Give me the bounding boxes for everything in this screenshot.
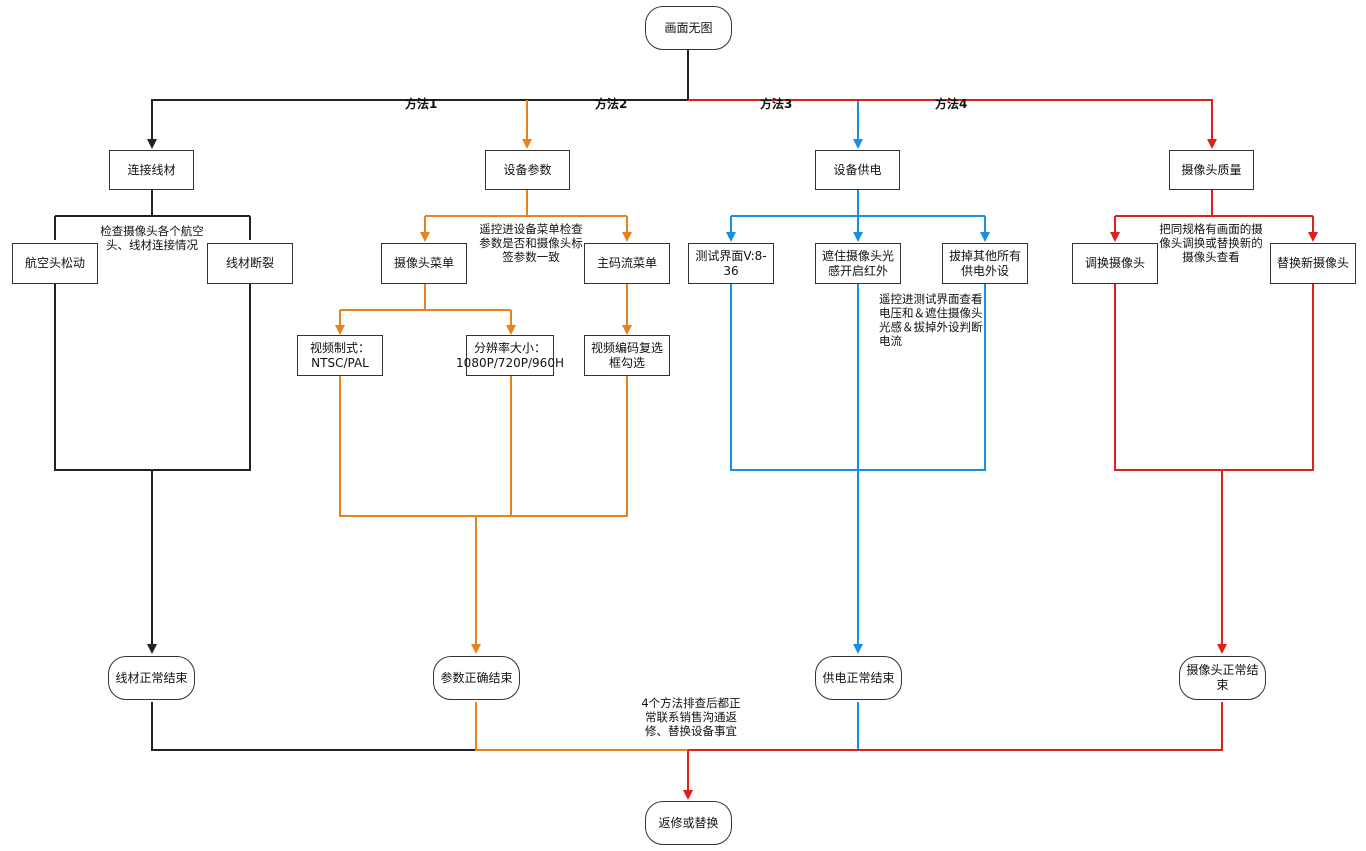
power-supply-node[interactable]: 设备供电 [815,150,900,190]
camera-ok-end-node[interactable]: 摄像头正常结束 [1179,656,1266,700]
unplug-peripherals-node[interactable]: 拔掉其他所有供电外设 [942,243,1028,284]
camera-quality-node[interactable]: 摄像头质量 [1169,150,1254,190]
test-voltage-node[interactable]: 测试界面V:8-36 [688,243,774,284]
cable-broken-node[interactable]: 线材断裂 [207,243,293,284]
power-note: 遥控进测试界面查看电压和＆遮住摄像头光感＆拔掉外设判断电流 [879,292,983,348]
cable-ok-end-node[interactable]: 线材正常结束 [108,656,195,700]
camera-menu-node[interactable]: 摄像头菜单 [381,243,467,284]
swap-camera-node[interactable]: 调换摄像头 [1072,243,1158,284]
replace-camera-node[interactable]: 替换新摄像头 [1270,243,1356,284]
cable-check-node[interactable]: 连接线材 [109,150,194,190]
camera-note: 把同规格有画面的摄像头调换或替换新的摄像头查看 [1159,222,1263,264]
method4-label: 方法4 [935,97,968,111]
device-params-node[interactable]: 设备参数 [485,150,570,190]
resolution-node[interactable]: 分辨率大小：1080P/720P/960H [456,335,564,376]
method2-label: 方法2 [595,97,628,111]
method3-label: 方法3 [760,97,793,111]
video-format-node[interactable]: 视频制式：NTSC/PAL [297,335,383,376]
params-ok-end-node[interactable]: 参数正确结束 [433,656,520,700]
params-note: 遥控进设备菜单检查参数是否和摄像头标签参数一致 [479,222,583,264]
power-ok-end-node[interactable]: 供电正常结束 [815,656,902,700]
cable-note: 检查摄像头各个航空头、线材连接情况 [100,224,204,252]
aviation-plug-loose-node[interactable]: 航空头松动 [12,243,98,284]
video-encoding-node[interactable]: 视频编码复选框勾选 [584,335,670,376]
cover-light-sensor-node[interactable]: 遮住摄像头光感开启红外 [815,243,901,284]
start-node[interactable]: 画面无图 [645,6,732,50]
method1-label: 方法1 [405,97,438,111]
method1-connector [147,99,688,149]
method4-connector [688,99,1217,149]
main-stream-menu-node[interactable]: 主码流菜单 [584,243,670,284]
repair-or-replace-node[interactable]: 返修或替换 [645,801,732,845]
final-note: 4个方法排查后都正常联系销售沟通返修、替换设备事宜 [641,696,741,738]
